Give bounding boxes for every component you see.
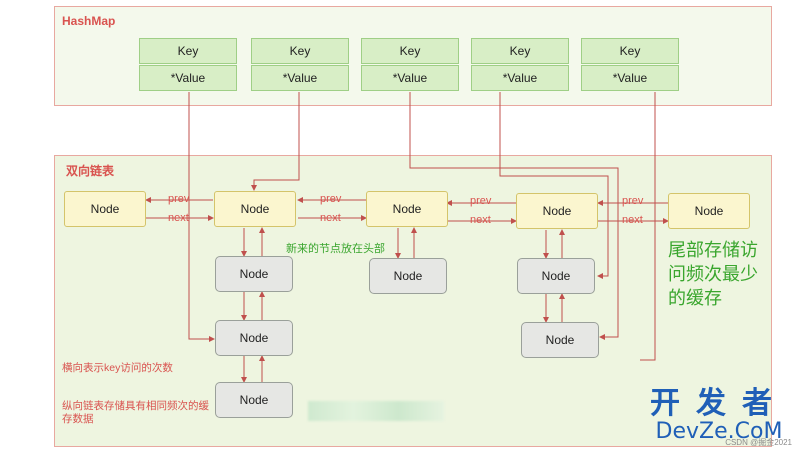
list-node-col1-2: Node: [215, 320, 293, 356]
list-node-col3-1: Node: [517, 258, 595, 294]
list-node-tail-sentinel: Node: [668, 193, 750, 229]
prev-label-4: prev: [622, 195, 644, 207]
hashmap-key-2: Key: [251, 38, 349, 64]
next-label-2: next: [320, 212, 341, 224]
hashmap-value-1: *Value: [139, 65, 237, 91]
hashmap-key-3: Key: [361, 38, 459, 64]
hashmap-value-3: *Value: [361, 65, 459, 91]
list-node-col3-2: Node: [521, 322, 599, 358]
list-node-head-sentinel: Node: [64, 191, 146, 227]
hashmap-title: HashMap: [62, 14, 116, 28]
tail-note: 尾部存储访问频次最少的缓存: [668, 240, 758, 308]
horizontal-note: 横向表示key访问的次数: [62, 362, 173, 374]
prev-label-1: prev: [168, 193, 190, 205]
prev-label-3: prev: [470, 195, 492, 207]
next-label-4: next: [622, 214, 643, 226]
next-label-1: next: [168, 212, 189, 224]
brand-watermark-cn: 开发者: [650, 386, 788, 421]
hashmap-key-5: Key: [581, 38, 679, 64]
head-insert-note: 新来的节点放在头部: [286, 243, 385, 255]
vertical-note: 纵向链表存储具有相同频次的缓存数据: [62, 400, 209, 425]
hashmap-key-4: Key: [471, 38, 569, 64]
list-node-row-1: Node: [214, 191, 296, 227]
hashmap-key-1: Key: [139, 38, 237, 64]
prev-label-2: prev: [320, 193, 342, 205]
linked-list-title: 双向链表: [66, 164, 115, 178]
hashmap-value-2: *Value: [251, 65, 349, 91]
next-label-3: next: [470, 214, 491, 226]
list-node-row-2: Node: [366, 191, 448, 227]
brand-watermark-en: DevZe.CoM: [655, 419, 783, 444]
list-node-row-3: Node: [516, 193, 598, 229]
list-node-col1-1: Node: [215, 256, 293, 292]
hashmap-value-4: *Value: [471, 65, 569, 91]
hashmap-value-5: *Value: [581, 65, 679, 91]
list-node-col1-3: Node: [215, 382, 293, 418]
blurred-region: [308, 401, 444, 421]
brand-watermark: 开发者 DevZe.CoM: [650, 388, 788, 444]
list-node-col2-1: Node: [369, 258, 447, 294]
source-watermark: CSDN @掘金2021: [725, 438, 792, 447]
